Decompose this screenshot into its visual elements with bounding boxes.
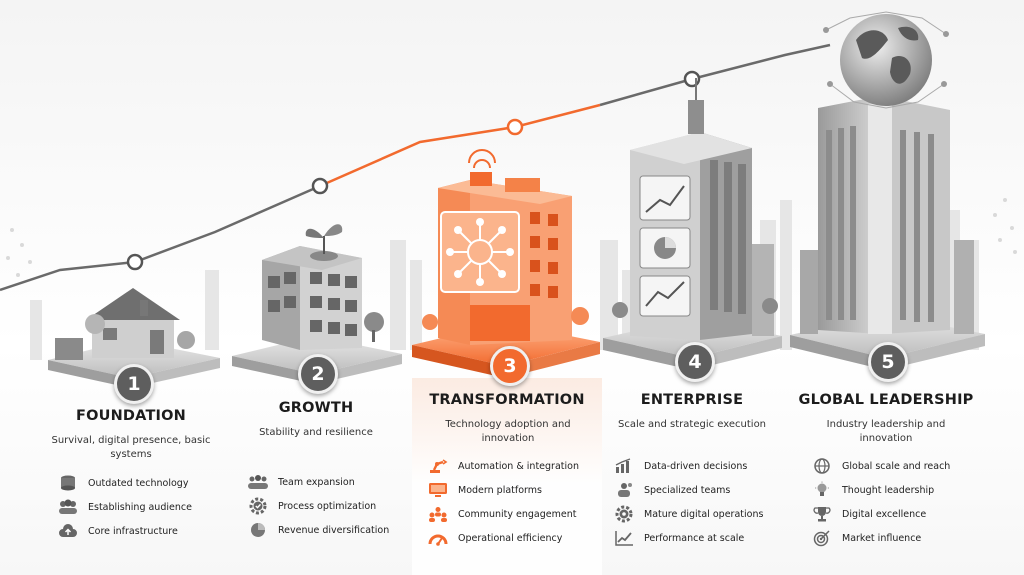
list-item: Core infrastructure: [58, 519, 192, 543]
cloud-upload-icon: [58, 523, 78, 539]
list-item: Community engagement: [428, 502, 579, 526]
item-label: Automation & integration: [458, 460, 579, 472]
list-item: Revenue diversification: [248, 518, 389, 542]
stage-number-badge: 5: [868, 342, 908, 382]
community-icon: [428, 506, 448, 522]
stage-title: GROWTH: [278, 400, 354, 416]
stage-description: Technology adoption and innovation: [445, 419, 571, 444]
lightbulb-icon: [812, 481, 832, 498]
item-label: Process optimization: [278, 500, 377, 512]
bar-chart-icon: [614, 458, 634, 474]
highlight-panel: [412, 378, 602, 575]
dot-pattern: [6, 198, 1017, 277]
stage-items: Global scale and reach Thought leadershi…: [812, 454, 950, 550]
list-item: Outdated technology: [58, 471, 192, 495]
list-item: Performance at scale: [614, 526, 763, 550]
database-icon: [58, 475, 78, 491]
item-label: Core infrastructure: [88, 525, 178, 537]
globe-icon: [812, 458, 832, 474]
enterprise-building-illustration: [603, 78, 782, 370]
list-item: Digital excellence: [812, 502, 950, 526]
list-item: Global scale and reach: [812, 454, 950, 478]
item-label: Performance at scale: [644, 532, 745, 544]
house-illustration: [48, 288, 220, 388]
stage-description: Survival, digital presence, basic system…: [51, 435, 211, 460]
stage-title: ENTERPRISE: [640, 392, 744, 408]
trophy-icon: [812, 506, 832, 522]
stage-number-badge: 1: [114, 364, 154, 404]
transformation-building-illustration: [412, 149, 600, 378]
item-label: Data-driven decisions: [644, 460, 748, 472]
list-item: Thought leadership: [812, 478, 950, 502]
target-icon: [812, 530, 832, 547]
list-item: Data-driven decisions: [614, 454, 763, 478]
stage-number-badge: 4: [675, 342, 715, 382]
stage-title: GLOBAL LEADERSHIP: [798, 392, 974, 408]
gear-icon: [614, 505, 634, 523]
list-item: Process optimization: [248, 494, 389, 518]
stage-number-badge: 3: [490, 346, 530, 386]
list-item: Operational efficiency: [428, 526, 579, 550]
list-item: Team expansion: [248, 470, 389, 494]
list-item: Automation & integration: [428, 454, 579, 478]
list-item: Modern platforms: [428, 478, 579, 502]
stage-title: FOUNDATION: [75, 408, 187, 424]
robot-arm-icon: [428, 458, 448, 474]
list-item: Market influence: [812, 526, 950, 550]
team-icon: [248, 474, 268, 490]
stage-items: Outdated technology Establishing audienc…: [58, 471, 192, 543]
item-label: Mature digital operations: [644, 508, 764, 520]
stage-items: Automation & integration Modern platform…: [428, 454, 579, 550]
monitor-icon: [428, 482, 448, 498]
item-label: Specialized teams: [644, 484, 731, 496]
stage-description: Industry leadership and innovation: [826, 419, 946, 444]
stage-description: Scale and strategic execution: [617, 419, 767, 430]
item-label: Outdated technology: [88, 477, 189, 489]
list-item: Establishing audience: [58, 495, 192, 519]
pie-chart-icon: [248, 522, 268, 538]
stage-title: TRANSFORMATION: [429, 392, 585, 408]
people-icon: [58, 499, 78, 515]
stage-items: Data-driven decisions Specialized teams …: [614, 454, 763, 550]
stage-items: Team expansion Process optimization Reve…: [248, 470, 389, 542]
item-label: Establishing audience: [88, 501, 192, 513]
item-label: Thought leadership: [842, 484, 935, 496]
item-label: Modern platforms: [458, 484, 542, 496]
item-label: Digital excellence: [842, 508, 927, 520]
list-item: Mature digital operations: [614, 502, 763, 526]
item-label: Revenue diversification: [278, 524, 390, 536]
specialist-icon: [614, 482, 634, 498]
item-label: Team expansion: [278, 476, 355, 488]
global-tower-illustration: [790, 11, 985, 370]
item-label: Community engagement: [458, 508, 577, 520]
gear-check-icon: [248, 497, 268, 515]
item-label: Operational efficiency: [458, 532, 563, 544]
stage-number-badge: 2: [298, 354, 338, 394]
item-label: Market influence: [842, 532, 922, 544]
gauge-icon: [428, 530, 448, 546]
list-item: Specialized teams: [614, 478, 763, 502]
stage-description: Stability and resilience: [259, 427, 373, 438]
trend-chart-icon: [614, 530, 634, 546]
item-label: Global scale and reach: [842, 460, 951, 472]
